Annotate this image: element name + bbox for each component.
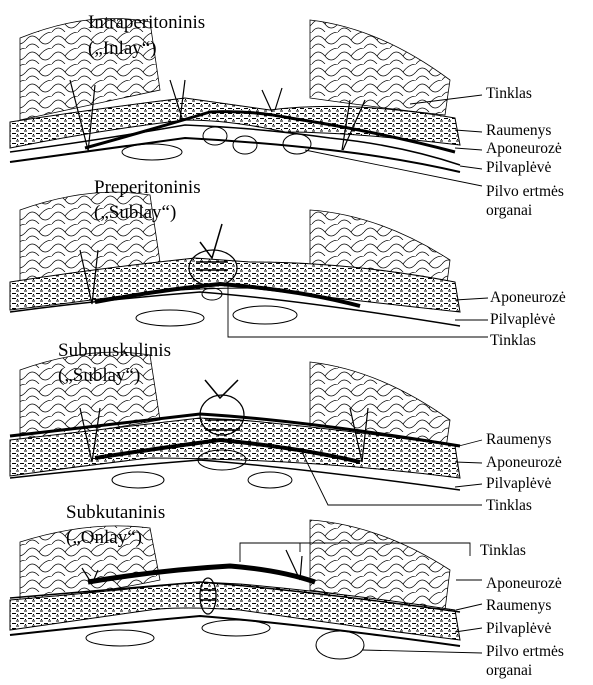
label-organs: Pilvo ertmės <box>486 183 564 200</box>
label-mesh: Tinklas <box>486 497 532 514</box>
label-peritoneum: Pilvaplėvė <box>486 620 552 637</box>
label-organs: Pilvo ertmės <box>486 643 564 660</box>
panel-submuscular: Submuskulinis („Sublay“) Raumenys Aponeu… <box>10 340 562 514</box>
panel-subtitle: („Sublay“) <box>94 202 176 223</box>
organ-2 <box>202 620 270 636</box>
label-mesh: Tinklas <box>490 332 536 349</box>
organ-1 <box>122 144 182 160</box>
label-mesh: Tinklas <box>486 85 532 102</box>
label-muscle: Raumenys <box>486 431 551 448</box>
panel-subcutaneous: Subkutaninis („Onlay“) Tinklas Aponeuroz… <box>10 502 564 679</box>
label-peritoneum: Pilvaplėvė <box>490 311 556 328</box>
label-peritoneum: Pilvaplėvė <box>486 475 552 492</box>
label-organs-2: organai <box>486 662 533 679</box>
panel-title: Preperitoninis <box>94 177 201 198</box>
suture-3 <box>262 88 282 112</box>
panel-title: Subkutaninis <box>66 502 165 523</box>
organ-2 <box>248 472 292 488</box>
label-organs-2: organai <box>486 202 533 219</box>
panel-preperitoneal: Preperitoninis („Sublay“) Aponeurozė Pil… <box>10 177 566 349</box>
panel-title: Intraperitoninis <box>88 12 205 33</box>
organ-3 <box>316 631 364 659</box>
label-aponeurosis: Aponeurozė <box>490 289 566 306</box>
label-aponeurosis: Aponeurozė <box>486 454 562 471</box>
organ-1 <box>86 630 154 646</box>
panel-subtitle: („Sublay“) <box>58 365 140 386</box>
label-peritoneum: Pilvaplėvė <box>486 159 552 176</box>
panel-subtitle: („Inlay“) <box>88 38 157 59</box>
organ-4 <box>283 134 311 154</box>
organ-3 <box>233 306 297 324</box>
organ-2 <box>203 127 227 145</box>
organ-3 <box>112 472 164 488</box>
label-mesh: Tinklas <box>480 542 526 559</box>
organ-1 <box>136 310 204 326</box>
organ-3 <box>233 136 257 154</box>
label-aponeurosis: Aponeurozė <box>486 140 562 157</box>
panel-title: Submuskulinis <box>58 340 171 361</box>
panel-subtitle: („Onlay“) <box>66 527 142 548</box>
fat-layer-right <box>310 20 450 115</box>
label-muscle: Raumenys <box>486 597 551 614</box>
label-aponeurosis: Aponeurozė <box>486 575 562 592</box>
label-muscle: Raumenys <box>486 122 551 139</box>
